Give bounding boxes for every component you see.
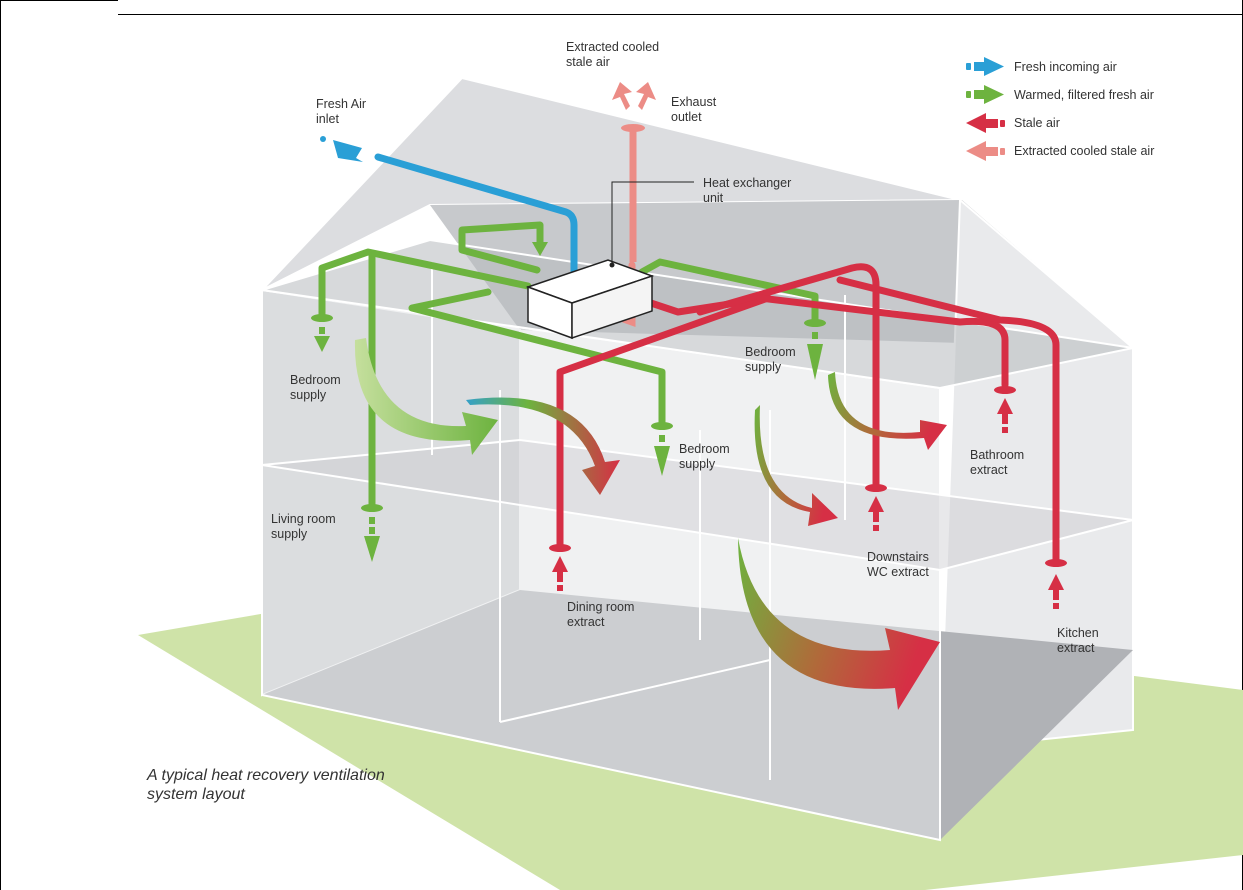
svg-text:Bathroom: Bathroom <box>970 448 1024 462</box>
svg-text:Dining room: Dining room <box>567 600 634 614</box>
extract-terminals <box>549 386 1067 567</box>
fresh-air-duct <box>320 136 578 276</box>
label-extracted-cooled-stale-air: Extracted cooled stale air <box>566 40 659 69</box>
svg-text:Fresh Air: Fresh Air <box>316 97 366 111</box>
diagram-caption: A typical heat recovery ventilation syst… <box>146 767 385 803</box>
svg-text:supply: supply <box>290 388 327 402</box>
label-bedroom-supply-left: Bedroom supply <box>290 373 341 402</box>
airflow-sweeps <box>354 338 947 710</box>
label-living-room-supply: Living room supply <box>271 512 336 541</box>
svg-text:supply: supply <box>271 527 308 541</box>
svg-text:Heat exchanger: Heat exchanger <box>703 176 791 190</box>
label-heat-exchanger-unit: Heat exchanger unit <box>703 176 791 205</box>
legend-item-stale-air: Stale air <box>966 113 1060 133</box>
svg-text:inlet: inlet <box>316 112 339 126</box>
svg-text:WC extract: WC extract <box>867 565 929 579</box>
svg-text:unit: unit <box>703 191 724 205</box>
green-arrow-icon <box>966 85 1004 104</box>
house-mid-floor <box>261 438 1134 572</box>
label-bedroom-supply-middle: Bedroom supply <box>679 442 730 471</box>
extract-ducts <box>556 263 1060 564</box>
svg-text:Exhaust: Exhaust <box>671 95 717 109</box>
heat-exchanger-unit <box>525 181 694 340</box>
svg-text:Living room: Living room <box>271 512 336 526</box>
svg-text:extract: extract <box>567 615 605 629</box>
label-fresh-air-inlet: Fresh Air inlet <box>316 97 366 126</box>
label-exhaust-outlet: Exhaust outlet <box>671 95 717 124</box>
extract-arrows <box>552 398 1064 609</box>
svg-text:supply: supply <box>679 457 716 471</box>
label-kitchen-extract: Kitchen extract <box>1057 626 1099 655</box>
svg-text:outlet: outlet <box>671 110 702 124</box>
svg-text:Stale air: Stale air <box>1014 116 1060 130</box>
svg-text:A typical heat recovery ventil: A typical heat recovery ventilation <box>146 767 385 784</box>
label-bathroom-extract: Bathroom extract <box>970 448 1024 477</box>
svg-text:stale air: stale air <box>566 55 610 69</box>
svg-text:Kitchen: Kitchen <box>1057 626 1099 640</box>
svg-text:supply: supply <box>745 360 782 374</box>
legend-item-fresh-incoming-air: Fresh incoming air <box>966 57 1117 76</box>
svg-text:Extracted cooled stale air: Extracted cooled stale air <box>1014 144 1154 158</box>
svg-text:Bedroom: Bedroom <box>679 442 730 456</box>
label-dining-room-extract: Dining room extract <box>567 600 634 629</box>
svg-text:Fresh incoming air: Fresh incoming air <box>1014 60 1117 74</box>
svg-text:system layout: system layout <box>147 786 245 803</box>
label-downstairs-wc-extract: Downstairs WC extract <box>867 550 929 579</box>
svg-text:Downstairs: Downstairs <box>867 550 929 564</box>
svg-text:extract: extract <box>1057 641 1095 655</box>
supply-arrows <box>314 232 823 562</box>
legend: Fresh incoming air Warmed, filtered fres… <box>966 57 1154 161</box>
svg-text:Bedroom: Bedroom <box>745 345 796 359</box>
blue-arrow-icon <box>966 57 1004 76</box>
room-partitions <box>431 262 846 780</box>
svg-text:Bedroom: Bedroom <box>290 373 341 387</box>
svg-text:extract: extract <box>970 463 1008 477</box>
pink-arrow-icon <box>966 141 1005 161</box>
red-arrow-icon <box>966 113 1005 133</box>
label-bedroom-supply-right: Bedroom supply <box>745 345 796 374</box>
svg-text:Extracted cooled: Extracted cooled <box>566 40 659 54</box>
supply-terminals <box>311 314 826 512</box>
legend-item-extracted-cooled-stale-air: Extracted cooled stale air <box>966 141 1154 161</box>
svg-text:Warmed, filtered fresh air: Warmed, filtered fresh air <box>1014 88 1154 102</box>
legend-item-warmed-filtered-fresh-air: Warmed, filtered fresh air <box>966 85 1154 104</box>
